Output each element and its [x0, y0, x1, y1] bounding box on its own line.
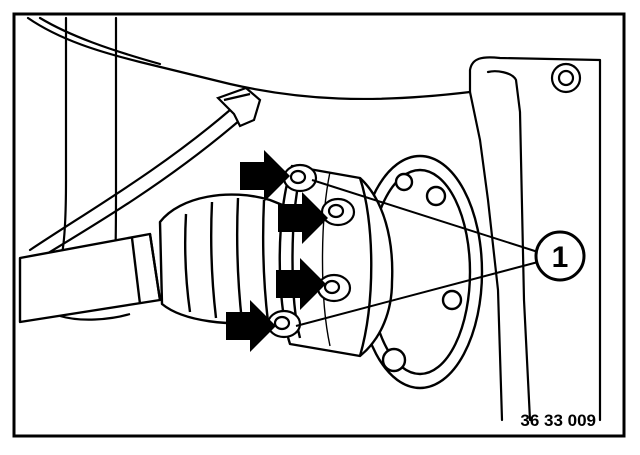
body-nut — [550, 62, 582, 94]
bolt-2 — [320, 197, 356, 227]
callout-leaders — [295, 179, 539, 327]
pipe-clip — [215, 86, 262, 128]
cv-boot — [158, 193, 308, 325]
drive-shaft — [18, 232, 162, 324]
arrow-icon — [278, 192, 328, 244]
arrow-icon — [226, 300, 276, 352]
callout-number: 1 — [552, 241, 569, 274]
bolt-1 — [282, 163, 318, 193]
arrow-icon — [240, 150, 290, 202]
bolt-3 — [316, 273, 352, 303]
callout-circle: 1 — [534, 230, 586, 282]
joint-bolts — [266, 163, 356, 339]
arrow-icon — [276, 258, 326, 310]
reference-code: 36 33 009 — [520, 411, 596, 430]
output-flange — [356, 154, 484, 390]
pointer-arrows — [226, 150, 328, 352]
